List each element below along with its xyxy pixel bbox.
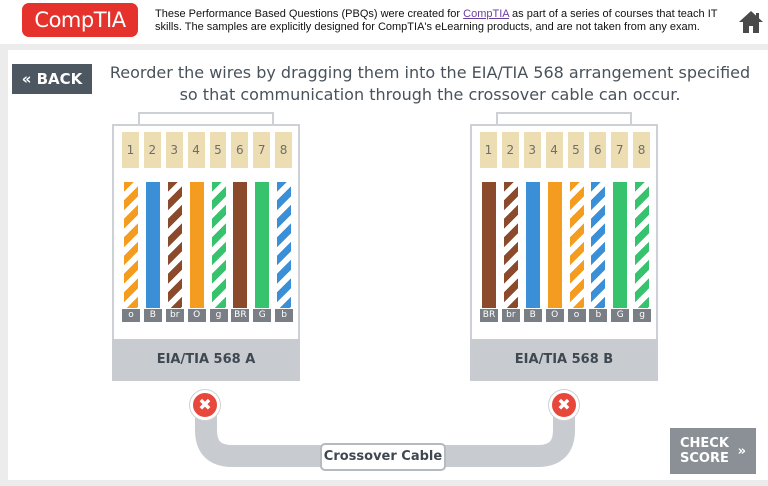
wire-label: br (165, 309, 184, 322)
remove-connector-b-icon[interactable]: ✖ (549, 390, 579, 420)
wire-label: br (501, 309, 520, 322)
pin-6: 6 (231, 132, 249, 168)
wire-bar (124, 182, 138, 308)
wire-slot-4[interactable]: O (545, 182, 564, 322)
connector-title: EIA/TIA 568 A (112, 339, 300, 381)
pin-row: 1 2 3 4 5 6 7 8 (122, 132, 292, 168)
plug-tab (496, 112, 632, 124)
pin-7: 7 (253, 132, 271, 168)
wire-bar (482, 182, 496, 308)
plug-tab (138, 112, 274, 124)
wire-bar (569, 182, 584, 308)
wire-bar (277, 182, 292, 308)
wire-label: b (275, 309, 294, 322)
plug-body: 1 2 3 4 5 6 7 8 BR br B O o b G g (470, 124, 658, 339)
connector-title: EIA/TIA 568 B (470, 339, 658, 381)
back-button[interactable]: « BACK (12, 64, 92, 94)
wire-label: BR (231, 309, 250, 322)
wire-label: g (633, 309, 652, 322)
pin-2: 2 (501, 132, 519, 168)
wire-slot-3[interactable]: br (165, 182, 184, 322)
pin-5: 5 (567, 132, 585, 168)
wire-slot-4[interactable]: O (187, 182, 206, 322)
check-score-button[interactable]: CHECK SCORE » (670, 428, 756, 474)
wire-bar (167, 182, 182, 308)
wire-label: b (589, 309, 608, 322)
wire-bar (635, 182, 650, 308)
score-label: SCORE (680, 451, 729, 466)
remove-connector-a-icon[interactable]: ✖ (190, 390, 220, 420)
wire-label: BR (480, 309, 498, 322)
disclaimer-before: These Performance Based Questions (PBQs)… (155, 8, 464, 20)
wire-slot-2[interactable]: B (143, 182, 162, 322)
comptia-link[interactable]: CompTIA (463, 8, 509, 20)
wire-slot-6[interactable]: b (589, 182, 608, 322)
wire-bar (233, 182, 248, 308)
wire-slot-7[interactable]: G (611, 182, 630, 322)
home-icon[interactable] (738, 10, 764, 34)
wire-label: o (567, 309, 586, 322)
pin-7: 7 (611, 132, 629, 168)
comptia-logo: CompTIA (22, 3, 138, 37)
crossover-cable-label: Crossover Cable (320, 443, 446, 471)
wire-bar (591, 182, 606, 308)
wire-label: G (253, 309, 272, 322)
wire-bar (255, 182, 270, 308)
wire-label: O (187, 309, 206, 322)
pin-3: 3 (165, 132, 183, 168)
wire-bar (547, 182, 562, 308)
wire-label: B (523, 309, 542, 322)
wire-bar (189, 182, 204, 308)
pin-6: 6 (589, 132, 607, 168)
pin-1: 1 (480, 132, 497, 168)
pin-row: 1 2 3 4 5 6 7 8 (480, 132, 650, 168)
pin-3: 3 (523, 132, 541, 168)
wire-bar (145, 182, 160, 308)
disclaimer-after: as part of a series of courses that teac… (155, 8, 718, 33)
wire-row: o B br O g BR G b (122, 182, 294, 322)
plug-body: 1 2 3 4 5 6 7 8 o B br O g BR G b (112, 124, 300, 339)
wire-bar (613, 182, 628, 308)
check-label: CHECK (680, 436, 729, 451)
wire-label: G (611, 309, 630, 322)
instructions-text: Reorder the wires by dragging them into … (109, 63, 751, 104)
wire-row: BR br B O o b G g (480, 182, 652, 322)
pin-1: 1 (122, 132, 139, 168)
wire-slot-5[interactable]: o (567, 182, 586, 322)
header: CompTIA These Performance Based Question… (0, 0, 768, 44)
wire-label: g (209, 309, 228, 322)
wire-label: B (143, 309, 162, 322)
pin-8: 8 (633, 132, 650, 168)
pin-5: 5 (209, 132, 227, 168)
wire-slot-8[interactable]: b (275, 182, 294, 322)
wire-slot-3[interactable]: B (523, 182, 542, 322)
wire-label: O (545, 309, 564, 322)
wire-label: o (122, 309, 140, 322)
wire-slot-1[interactable]: BR (480, 182, 498, 322)
pin-2: 2 (143, 132, 161, 168)
chevron-right-icon: » (737, 444, 746, 459)
wire-bar (525, 182, 540, 308)
disclaimer-text: These Performance Based Questions (PBQs)… (155, 8, 730, 34)
pin-4: 4 (545, 132, 563, 168)
wire-slot-1[interactable]: o (122, 182, 140, 322)
wire-slot-8[interactable]: g (633, 182, 652, 322)
pin-4: 4 (187, 132, 205, 168)
wire-slot-5[interactable]: g (209, 182, 228, 322)
wire-slot-2[interactable]: br (501, 182, 520, 322)
wire-slot-7[interactable]: G (253, 182, 272, 322)
wire-bar (503, 182, 518, 308)
pin-8: 8 (275, 132, 292, 168)
wire-bar (211, 182, 226, 308)
wire-slot-6[interactable]: BR (231, 182, 250, 322)
